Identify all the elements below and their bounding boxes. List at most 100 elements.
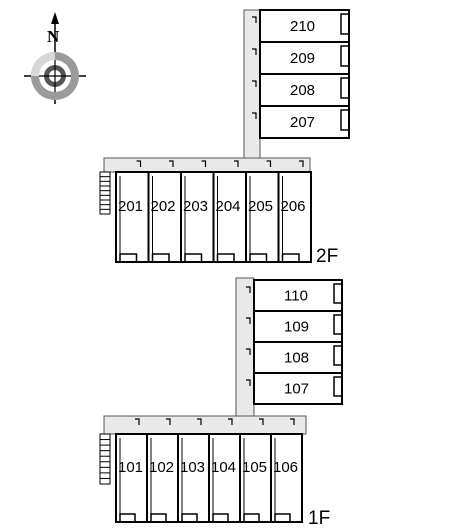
balcony xyxy=(333,283,342,304)
unit-outline xyxy=(212,171,247,263)
corridor-vertical xyxy=(235,277,255,419)
row-unit-203: 203 xyxy=(180,160,215,263)
door-mark xyxy=(290,418,295,425)
door-mark xyxy=(135,418,140,425)
corridor-horizontal xyxy=(103,415,307,435)
room-number: 206 xyxy=(281,198,306,215)
column-unit-107: 107 xyxy=(246,372,343,405)
room-number: 110 xyxy=(284,288,308,305)
balcony xyxy=(333,376,342,397)
room-number: 208 xyxy=(290,82,315,99)
unit-outline xyxy=(253,310,343,343)
balcony xyxy=(243,513,260,522)
balcony xyxy=(281,253,300,262)
row-unit-206: 206 xyxy=(277,160,312,263)
compass-icon: N xyxy=(24,12,86,104)
door-mark xyxy=(252,16,257,23)
unit-outline xyxy=(180,171,215,263)
corridor-vertical xyxy=(243,9,261,161)
room-number: 102 xyxy=(149,459,174,476)
floor-1f-plan: 110 109 108 107 101 102 103 104 105 106 1F xyxy=(99,277,343,529)
balcony xyxy=(340,45,349,67)
door-mark xyxy=(136,160,142,167)
balcony xyxy=(212,513,229,522)
door-mark xyxy=(246,286,251,293)
room-number: 201 xyxy=(118,198,143,215)
balcony xyxy=(333,314,342,335)
column-unit-207: 207 xyxy=(252,105,350,139)
balcony xyxy=(216,253,235,262)
door-mark xyxy=(197,418,202,425)
floor-label: 2F xyxy=(316,246,338,267)
balcony xyxy=(181,513,198,522)
room-number: 104 xyxy=(211,459,236,476)
balcony xyxy=(151,253,170,262)
balcony xyxy=(119,513,136,522)
room-number: 103 xyxy=(180,459,205,476)
door-mark xyxy=(201,160,207,167)
door-mark xyxy=(246,348,251,355)
room-number: 210 xyxy=(290,18,315,35)
balcony xyxy=(119,253,138,262)
balcony xyxy=(274,513,291,522)
unit-outline xyxy=(277,171,312,263)
unit-outline xyxy=(270,433,303,523)
balcony xyxy=(340,77,349,99)
unit-outline xyxy=(208,433,241,523)
unit-outline xyxy=(177,433,210,523)
row-unit-102: 102 xyxy=(146,418,179,523)
unit-outline xyxy=(115,171,150,263)
column-unit-109: 109 xyxy=(246,310,343,343)
unit-outline xyxy=(239,433,272,523)
door-mark xyxy=(246,317,251,324)
row-unit-202: 202 xyxy=(147,160,182,263)
door-mark xyxy=(169,160,174,167)
door-mark xyxy=(259,418,264,425)
balcony xyxy=(150,513,167,522)
door-mark xyxy=(166,418,171,425)
row-unit-205: 205 xyxy=(245,160,280,263)
row-unit-101: 101 xyxy=(115,418,148,523)
row-unit-204: 204 xyxy=(212,160,247,263)
room-number: 107 xyxy=(284,381,309,398)
unit-outline xyxy=(245,171,280,263)
compass-north-label: N xyxy=(47,27,60,46)
row-unit-103: 103 xyxy=(177,418,210,523)
room-number: 101 xyxy=(118,459,143,476)
door-mark xyxy=(266,160,272,167)
room-number: 106 xyxy=(273,459,298,476)
room-number: 105 xyxy=(242,459,267,476)
room-number: 205 xyxy=(248,198,273,215)
balcony xyxy=(184,253,203,262)
door-mark xyxy=(246,379,251,386)
room-number: 207 xyxy=(290,114,315,131)
row-unit-201: 201 xyxy=(115,160,150,263)
door-mark xyxy=(228,418,233,425)
door-mark xyxy=(252,80,257,87)
room-number: 209 xyxy=(290,50,315,67)
room-number: 108 xyxy=(284,350,309,367)
column-unit-110: 110 xyxy=(246,279,343,312)
column-unit-208: 208 xyxy=(252,73,350,107)
room-number: 109 xyxy=(284,319,309,336)
balcony xyxy=(340,13,349,35)
door-mark xyxy=(252,48,257,55)
unit-outline xyxy=(259,9,350,43)
door-mark xyxy=(234,160,239,167)
room-number: 202 xyxy=(151,198,176,215)
floor-label: 1F xyxy=(308,508,330,529)
column-unit-210: 210 xyxy=(252,9,350,43)
row-unit-104: 104 xyxy=(208,418,241,523)
balcony xyxy=(340,109,349,131)
unit-outline xyxy=(146,433,179,523)
stairs xyxy=(99,433,111,485)
column-unit-108: 108 xyxy=(246,341,343,374)
unit-outline xyxy=(253,372,343,405)
stairs xyxy=(99,171,111,215)
balcony xyxy=(333,345,342,366)
unit-outline xyxy=(259,105,350,139)
door-mark xyxy=(299,160,304,167)
room-number: 203 xyxy=(183,198,208,215)
